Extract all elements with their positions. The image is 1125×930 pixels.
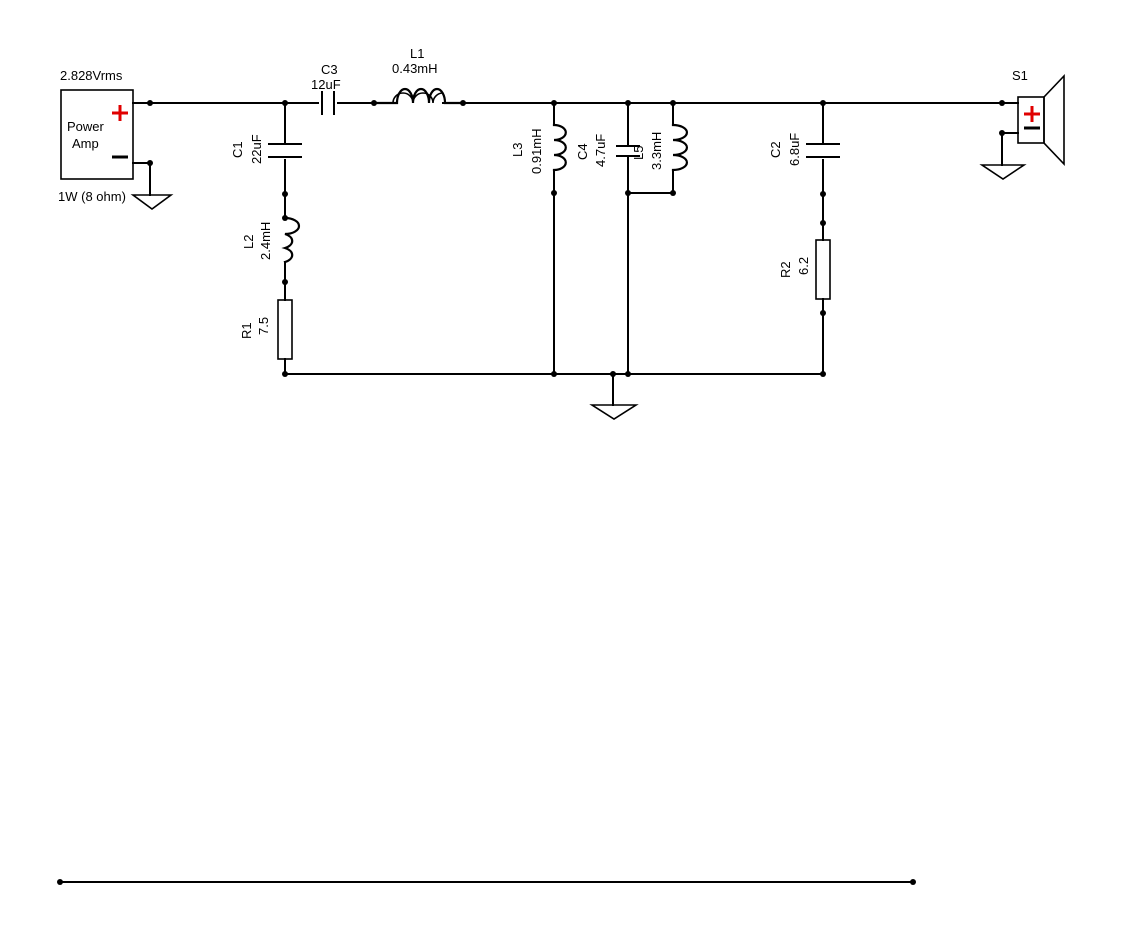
c1-name: C1 <box>230 141 245 158</box>
r2-value: 6.2 <box>796 257 811 275</box>
l2-name: L2 <box>241 235 256 249</box>
plus-icon <box>112 105 128 121</box>
l1-name: L1 <box>410 46 424 61</box>
l3-name: L3 <box>510 143 525 157</box>
l2-value: 2.4mH <box>258 222 273 260</box>
l3-value: 0.91mH <box>529 128 544 174</box>
c4-name: C4 <box>575 143 590 160</box>
capacitor-c2[interactable]: C2 6.8uF <box>768 133 840 166</box>
ground-icon <box>589 404 639 420</box>
ground-icon <box>979 164 1027 180</box>
source-power-rating: 1W (8 ohm) <box>58 189 126 204</box>
r2-name: R2 <box>778 261 793 278</box>
c4-value: 4.7uF <box>593 134 608 167</box>
junction-dots <box>57 100 1005 885</box>
source-label-power: Power <box>67 119 105 134</box>
inductor-l2[interactable]: L2 2.4mH <box>241 216 301 264</box>
c2-value: 6.8uF <box>787 133 802 166</box>
power-amp-source[interactable]: 2.828Vrms Power Amp 1W (8 ohm) <box>58 68 174 210</box>
source-label-amp: Amp <box>72 136 99 151</box>
inductor-l1[interactable]: L1 0.43mH <box>371 46 465 105</box>
r1-name: R1 <box>239 322 254 339</box>
wires <box>59 102 1019 883</box>
capacitor-c3[interactable]: C3 12uF <box>311 62 341 115</box>
c1-value: 22uF <box>249 134 264 164</box>
resistor-r1[interactable]: R1 7.5 <box>239 299 293 360</box>
speaker-s1[interactable]: S1 <box>979 68 1065 180</box>
l5-name: L5 <box>631 146 646 160</box>
c2-name: C2 <box>768 141 783 158</box>
c3-value: 12uF <box>311 77 341 92</box>
capacitor-c4[interactable]: C4 4.7uF <box>575 134 640 167</box>
source-voltage-label: 2.828Vrms <box>60 68 123 83</box>
ground-icon <box>130 162 174 210</box>
capacitor-c1[interactable]: C1 22uF <box>230 134 302 164</box>
c3-name: C3 <box>321 62 338 77</box>
r1-value: 7.5 <box>256 317 271 335</box>
l1-value: 0.43mH <box>392 61 438 76</box>
inductor-l5[interactable]: L5 3.3mH <box>631 123 688 172</box>
l5-value: 3.3mH <box>649 132 664 170</box>
s1-name: S1 <box>1012 68 1028 83</box>
plus-icon <box>1024 106 1040 122</box>
resistor-r2[interactable]: R2 6.2 <box>778 239 831 300</box>
inductor-l3[interactable]: L3 0.91mH <box>510 123 567 174</box>
